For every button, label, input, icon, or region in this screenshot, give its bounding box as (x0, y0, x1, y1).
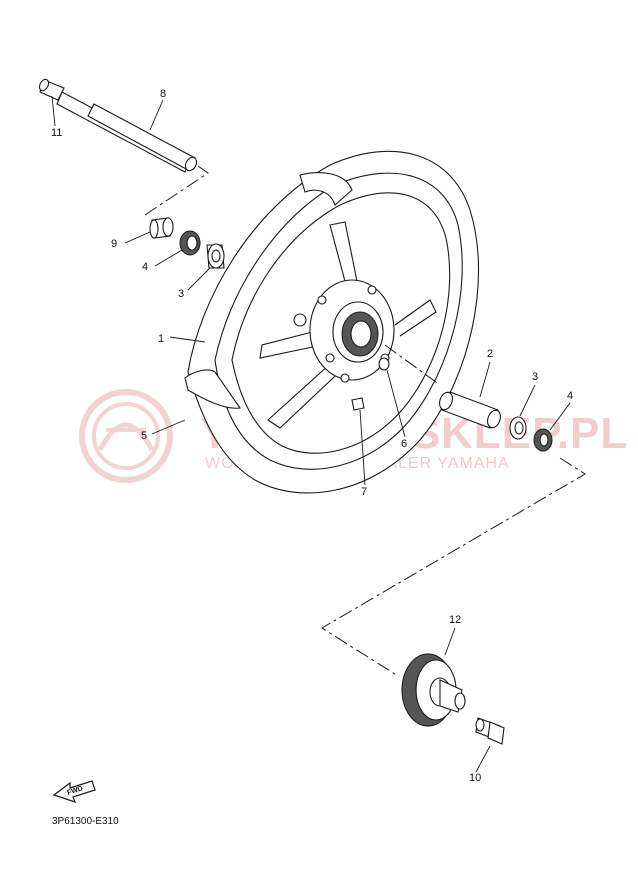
bearing-right (533, 428, 553, 452)
spacer-right-long (439, 391, 501, 429)
callout-2: 2 (487, 348, 493, 360)
callout-5: 5 (141, 430, 147, 442)
callout-8: 8 (160, 88, 166, 100)
callout-10: 10 (469, 772, 481, 784)
bolt-part (475, 717, 505, 745)
wheel-part (184, 150, 480, 494)
diagram-code: 3P61300-E310 (52, 816, 119, 827)
callout-4-left: 4 (142, 261, 148, 273)
brake-disc-part (401, 653, 466, 727)
callout-3-left: 3 (178, 288, 184, 300)
callout-3-right: 3 (532, 371, 538, 383)
callout-1: 1 (158, 333, 164, 345)
fwd-label: FWD (66, 785, 83, 797)
callout-12: 12 (449, 614, 461, 626)
bearing-left (179, 230, 201, 256)
axle-part (38, 78, 198, 173)
leader-lines (51, 95, 571, 773)
fwd-arrow-icon: FWD (52, 780, 96, 803)
spacer-right (509, 416, 527, 440)
alignment-lines (144, 165, 586, 677)
callout-11: 11 (51, 127, 62, 139)
watermark-logo (79, 389, 173, 483)
callout-6: 6 (401, 438, 407, 450)
callout-7: 7 (361, 486, 367, 498)
callout-9: 9 (111, 238, 117, 250)
collar-part (149, 217, 174, 239)
callout-4-right: 4 (567, 390, 573, 402)
spacer-left (206, 243, 225, 269)
